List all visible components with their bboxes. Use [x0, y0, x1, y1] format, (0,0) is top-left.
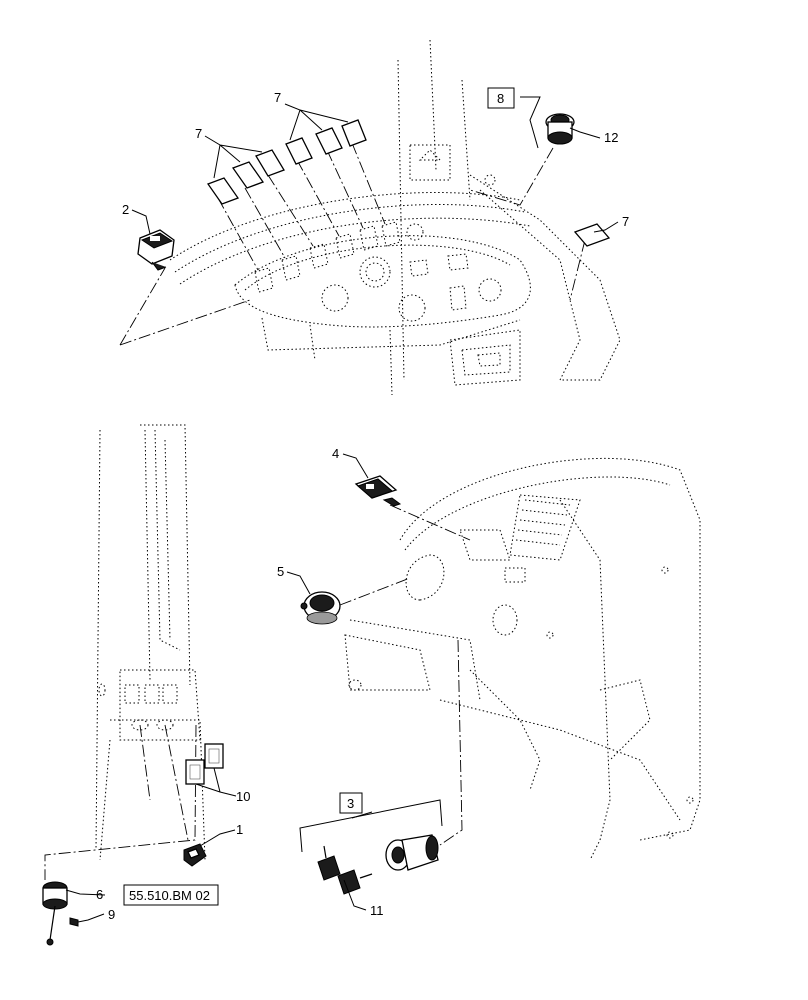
callout-6: 6 [96, 887, 103, 902]
reference-box [123, 884, 219, 906]
pillar-assembly [44, 424, 206, 880]
callout-11: 11 [370, 903, 384, 918]
reference-label[interactable]: 55.510.BM 02 [129, 888, 210, 903]
callout-8-box [487, 87, 515, 109]
part-12-round-switch [545, 113, 575, 145]
callout-4: 4 [332, 446, 339, 461]
callout-8: 8 [497, 91, 504, 106]
callout-1: 1 [236, 822, 243, 837]
callout-7-left: 7 [195, 126, 202, 141]
console-assembly [339, 457, 701, 861]
part-3-ignition-switch [385, 834, 439, 871]
callout-2: 2 [122, 202, 129, 217]
callout-7-right: 7 [622, 214, 629, 229]
part-10-inserts [185, 743, 224, 785]
callout-12: 12 [604, 130, 618, 145]
callout-3-box [339, 792, 363, 814]
part-2-rocker-switch [137, 229, 175, 271]
callout-9: 9 [108, 907, 115, 922]
part-11-keys [317, 845, 373, 895]
callout-5: 5 [277, 564, 284, 579]
part-1-connector [183, 843, 207, 867]
callout-7-top: 7 [274, 90, 281, 105]
part-9-screw [69, 917, 79, 927]
part-7-switch-covers [206, 119, 611, 247]
part-4-switch [354, 475, 402, 507]
part-6-switch [42, 881, 68, 946]
callout-3: 3 [347, 796, 354, 811]
dashboard-assembly [119, 39, 621, 396]
callout-10: 10 [236, 789, 250, 804]
leader-lines [65, 96, 619, 923]
part-5-rotary-switch [300, 591, 341, 625]
